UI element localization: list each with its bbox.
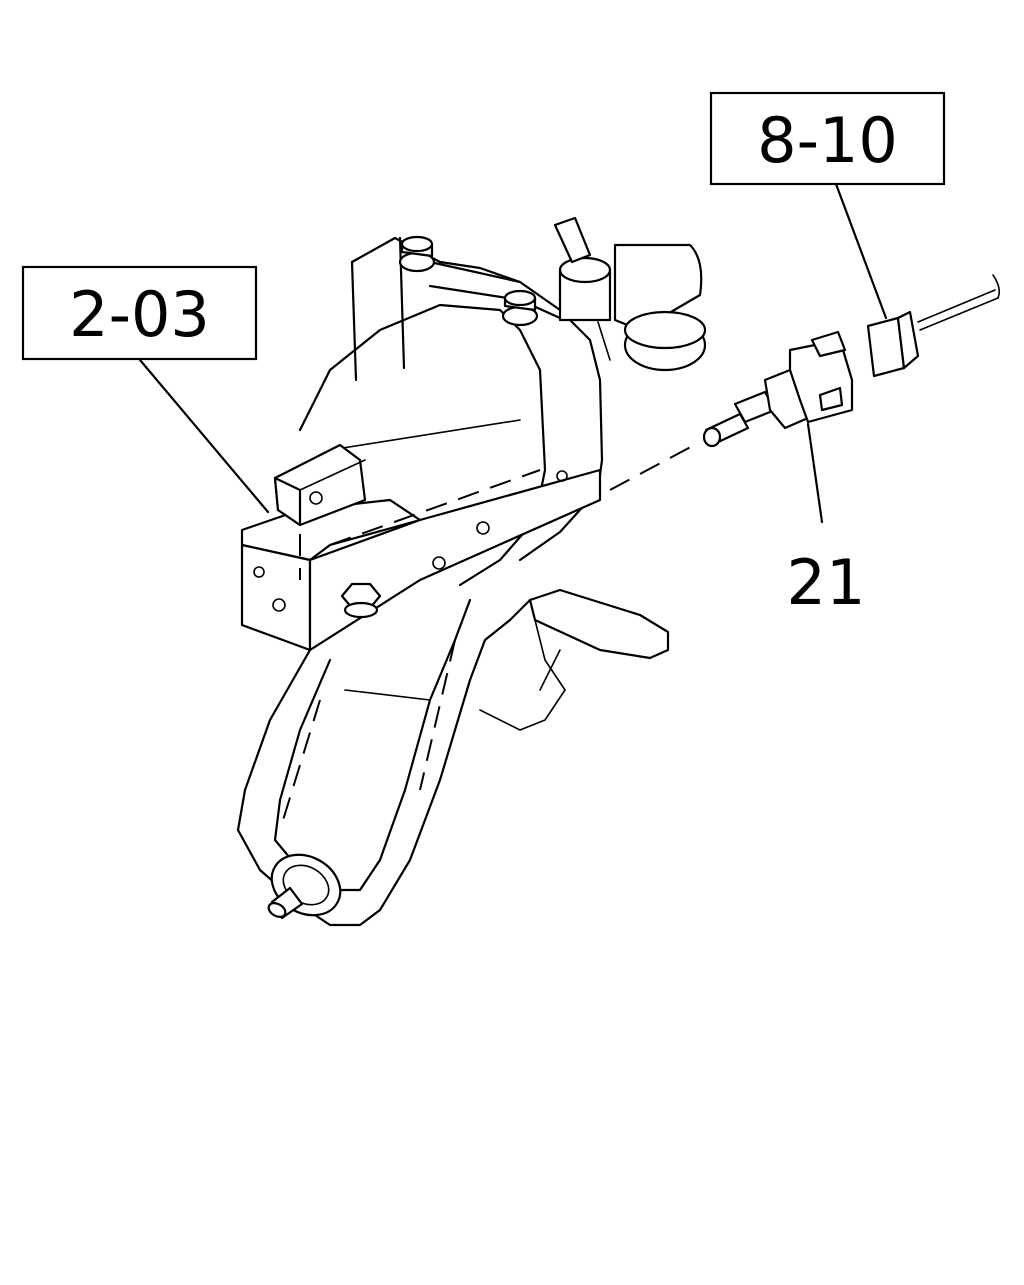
leader-line-21 [806, 422, 824, 524]
hex-nut [340, 582, 382, 619]
callout-box-2-03: 2-03 [21, 265, 258, 361]
switch-tab [273, 443, 367, 527]
leader-line-2-03 [138, 358, 270, 514]
pedal-bracket-assembly [236, 216, 707, 927]
harness-connector [866, 274, 1000, 378]
stop-lamp-switch [609, 330, 854, 491]
callout-box-8-10: 8-10 [709, 91, 946, 186]
cylinder-boss [553, 216, 707, 372]
callout-label-8-10: 8-10 [757, 104, 898, 177]
top-bolt-left [398, 235, 436, 273]
part-number-21: 21 [787, 546, 866, 619]
pedal-lever [236, 598, 532, 927]
top-bolt-right [501, 289, 539, 327]
callout-label-2-03: 2-03 [69, 278, 210, 351]
leader-line-8-10 [834, 182, 888, 320]
pedal-pad [479, 588, 670, 731]
pivot-shaft [267, 853, 342, 920]
mounting-block [240, 468, 602, 652]
